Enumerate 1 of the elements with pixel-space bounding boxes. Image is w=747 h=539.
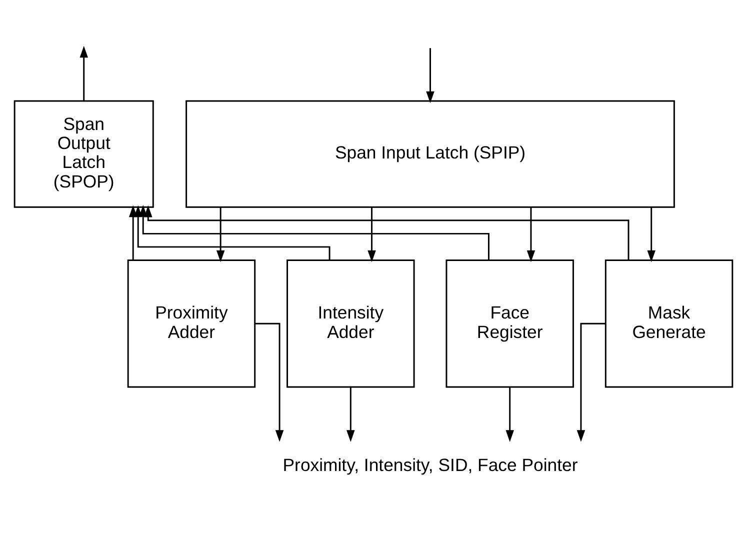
node-text: Proximity, Intensity, SID, Face Pointer	[282, 454, 578, 475]
